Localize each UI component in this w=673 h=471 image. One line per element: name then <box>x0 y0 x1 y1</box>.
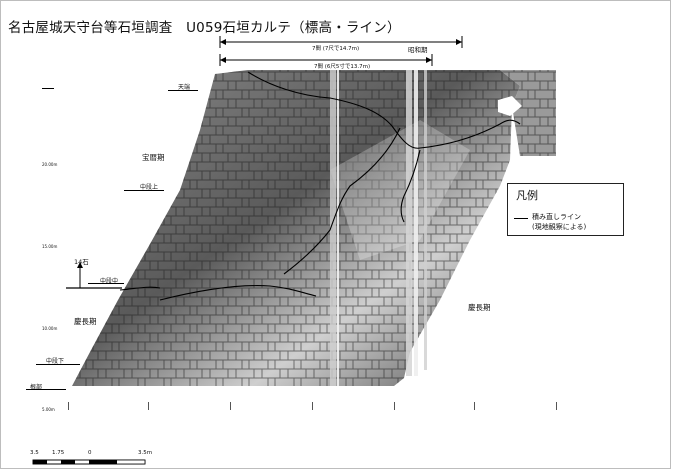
ruler-tick <box>68 402 69 410</box>
elev-chudan-shita: 中段下 <box>46 358 65 365</box>
elev-tenba-line <box>168 90 198 91</box>
legend-line-swatch <box>514 218 528 219</box>
elev-negishi-line <box>26 389 66 390</box>
scale-label-1: 3.5 <box>30 450 39 456</box>
legend-line-note: (現地観察による) <box>532 223 587 231</box>
tick-label-2: 15.00m <box>42 244 58 249</box>
legend-line-label: 積み直しライン <box>532 213 581 221</box>
elev-chudan-naka: 中段中 <box>100 278 119 285</box>
dimension-upper-label: 7間 (7尺で14.7m) <box>312 46 360 52</box>
tick-label-1: 20.00m <box>42 162 58 167</box>
dimension-lower-label: 7間 (6尺5寸で13.7m) <box>314 64 371 70</box>
ruler-tick <box>312 402 313 410</box>
legend-text: 積み直しライン (現地観察による) <box>532 212 586 232</box>
ruler-tick <box>148 402 149 410</box>
elev-chudan-naka-line <box>88 283 124 284</box>
scale-label-3: 0 <box>88 450 92 456</box>
elev-chudan-ue-line <box>124 190 164 191</box>
ruler-tick <box>230 402 231 410</box>
period-horeki: 宝暦期 <box>142 153 165 162</box>
showa-label: 昭和期 <box>408 46 428 54</box>
ruler-tick <box>394 402 395 410</box>
elev-chudan-ue: 中段上 <box>140 184 159 191</box>
ruler-tick <box>556 402 557 410</box>
scale-label-2: 1.75 <box>52 450 65 456</box>
elev-negishi: 根部 <box>30 384 43 391</box>
elev-chudan-shita-line <box>36 364 80 365</box>
tick-label-4: 5.00m <box>42 407 55 412</box>
ruler-tick <box>474 402 475 410</box>
legend-title: 凡例 <box>516 189 538 202</box>
stone-count-label: 14石 <box>74 258 89 266</box>
tick-label-3: 10.00m <box>42 326 58 331</box>
period-keicho-left: 慶長期 <box>74 317 97 326</box>
scale-label-4: 3.5m <box>138 450 153 456</box>
legend-box: 凡例 積み直しライン (現地観察による) <box>507 183 624 236</box>
elev-tenba: 天端 <box>178 84 191 91</box>
page-title: 名古屋城天守台等石垣調査 U059石垣カルテ（標高・ライン） <box>8 20 401 36</box>
period-keicho-right: 慶長期 <box>468 303 491 312</box>
tick-line-1 <box>42 88 54 89</box>
